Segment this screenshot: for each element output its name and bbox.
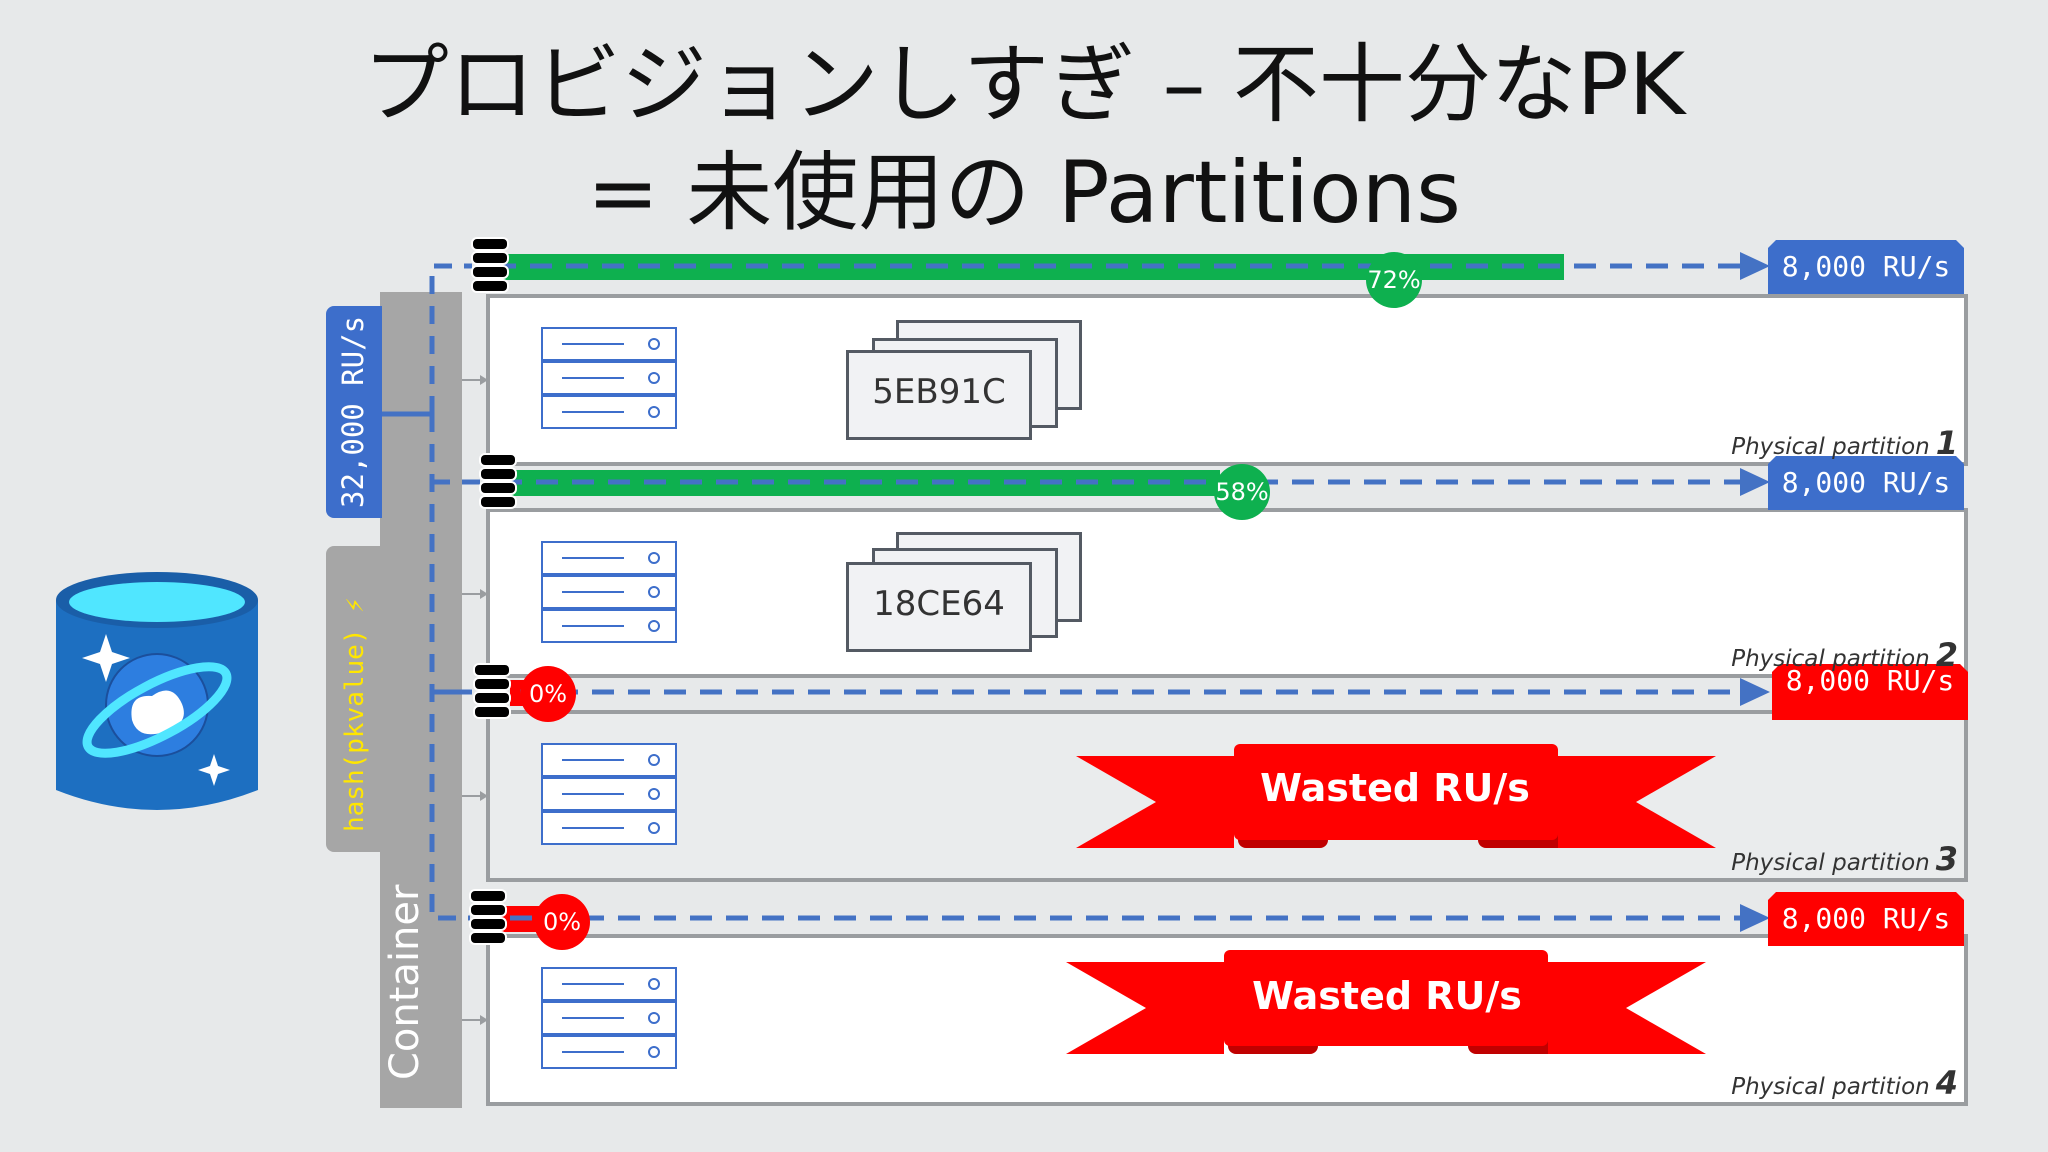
physical-partition-number-4: 4 bbox=[1935, 1064, 1958, 1102]
database-stack-icon bbox=[469, 931, 507, 945]
routing-line-down bbox=[429, 414, 470, 921]
database-stack-icon bbox=[471, 251, 509, 265]
key-card-front-1 bbox=[846, 350, 1032, 440]
physical-partition-text-3: Physical partition bbox=[1731, 850, 1930, 876]
physical-partition-text-4: Physical partition bbox=[1731, 1074, 1930, 1100]
ru-badge-2: 8,000 RU/s bbox=[1768, 456, 1964, 510]
physical-partition-text-1: Physical partition bbox=[1731, 434, 1930, 460]
utilization-4: 0% bbox=[534, 894, 590, 950]
ru-badge-3: 8,000 RU/s bbox=[1772, 664, 1968, 720]
key-card-front-2 bbox=[846, 562, 1032, 652]
title-line-1: プロビジョンしすぎ – 不十分なPK bbox=[362, 35, 1686, 135]
partition-1 bbox=[486, 294, 1968, 466]
wasted-banner-3-tail-left bbox=[1076, 756, 1234, 848]
wasted-banner-4-center bbox=[1224, 950, 1548, 1046]
route-tick-head-2 bbox=[480, 589, 488, 599]
server-light bbox=[648, 552, 660, 564]
routing-line-top bbox=[429, 263, 472, 414]
server-light bbox=[648, 788, 660, 800]
server-light bbox=[648, 586, 660, 598]
server-light bbox=[648, 620, 660, 632]
database-stack-icon bbox=[473, 691, 511, 705]
container-bar bbox=[380, 292, 462, 1108]
utilization-2: 58% bbox=[1214, 464, 1270, 520]
wasted-banner-4-tail-left bbox=[1066, 962, 1224, 1054]
arrow-head-1 bbox=[1740, 252, 1770, 280]
database-stack-icon bbox=[471, 265, 509, 279]
physical-partition-text-2: Physical partition bbox=[1731, 646, 1930, 672]
route-tick-head-1 bbox=[480, 375, 488, 385]
database-stack-icon bbox=[479, 467, 517, 481]
wasted-label-3: Wasted RU/s bbox=[1260, 766, 1530, 810]
wasted-banner-3-tail-right bbox=[1558, 756, 1716, 848]
hash-function-badge bbox=[326, 546, 382, 852]
arrow-head-4 bbox=[1740, 904, 1770, 932]
database-stack-icon bbox=[471, 237, 509, 251]
database-stack-icon bbox=[479, 495, 517, 509]
physical-partition-number-2: 2 bbox=[1935, 636, 1958, 674]
total-throughput-badge bbox=[326, 306, 382, 518]
server-light bbox=[648, 1046, 660, 1058]
database-stack-icon bbox=[473, 663, 511, 677]
ru-badge-1: 8,000 RU/s bbox=[1768, 240, 1964, 294]
wasted-label-4: Wasted RU/s bbox=[1252, 974, 1522, 1018]
ru-badge-4: 8,000 RU/s bbox=[1768, 892, 1964, 946]
route-tick-head-4 bbox=[480, 1015, 488, 1025]
database-stack-icon bbox=[469, 903, 507, 917]
partition-key-2: 18CE64 bbox=[873, 584, 1005, 624]
server-light bbox=[648, 372, 660, 384]
partition-key-1: 5EB91C bbox=[872, 372, 1006, 412]
route-tick-head-3 bbox=[480, 791, 488, 801]
database-stack-icon bbox=[469, 889, 507, 903]
wasted-banner-3-center bbox=[1234, 744, 1558, 840]
server-light bbox=[648, 338, 660, 350]
physical-partition-number-3: 3 bbox=[1935, 840, 1958, 878]
database-stack-icon bbox=[473, 705, 511, 719]
utilization-3: 0% bbox=[520, 666, 576, 722]
wasted-banner-4-tail-right bbox=[1548, 962, 1706, 1054]
physical-partition-number-1: 1 bbox=[1935, 424, 1958, 462]
database-stack-icon bbox=[479, 481, 517, 495]
server-light bbox=[648, 1012, 660, 1024]
database-stack-icon bbox=[471, 279, 509, 293]
server-light bbox=[648, 406, 660, 418]
arrow-head-3 bbox=[1740, 678, 1770, 706]
server-light bbox=[648, 978, 660, 990]
utilization-1: 72% bbox=[1366, 252, 1422, 308]
database-stack-icon bbox=[469, 917, 507, 931]
title-line-2: = 未使用の Partitions bbox=[587, 143, 1461, 243]
cosmos-db-icon bbox=[56, 572, 258, 810]
database-stack-icon bbox=[473, 677, 511, 691]
database-stack-icon bbox=[479, 453, 517, 467]
arrow-head-2 bbox=[1740, 468, 1770, 496]
server-light bbox=[648, 754, 660, 766]
server-light bbox=[648, 822, 660, 834]
